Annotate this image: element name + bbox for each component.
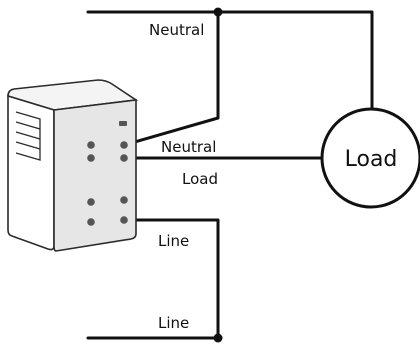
terminal-aux-4 xyxy=(87,218,95,226)
neutral-top-label: Neutral xyxy=(149,21,204,39)
terminal-load xyxy=(120,154,128,162)
relay-module xyxy=(7,79,139,252)
vent-lines-icon xyxy=(15,111,41,161)
terminal-spare-1 xyxy=(120,196,128,204)
terminal-aux-3 xyxy=(87,198,95,206)
terminal-line xyxy=(120,216,128,224)
terminal-aux-1 xyxy=(87,141,95,149)
line-junction-dot xyxy=(213,333,223,343)
load-circle xyxy=(320,107,420,209)
neutral-device-label: Neutral xyxy=(161,138,216,156)
line-drop-wire xyxy=(122,218,220,340)
load-label: Load xyxy=(345,147,398,172)
module-side-face xyxy=(53,99,137,252)
neutral-junction-dot xyxy=(213,7,223,17)
terminal-slot xyxy=(119,121,127,126)
terminal-aux-2 xyxy=(87,154,95,162)
line-bottom-label: Line xyxy=(158,314,189,332)
neutral-supply-wire xyxy=(86,10,374,114)
line-device-label: Line xyxy=(158,232,189,250)
module-front-face xyxy=(7,94,55,251)
neutral-drop-wire xyxy=(122,10,220,147)
load-device-label: Load xyxy=(182,170,218,188)
terminal-neutral xyxy=(120,141,128,149)
module-top-face xyxy=(7,79,139,111)
terminal-screws xyxy=(87,121,128,226)
